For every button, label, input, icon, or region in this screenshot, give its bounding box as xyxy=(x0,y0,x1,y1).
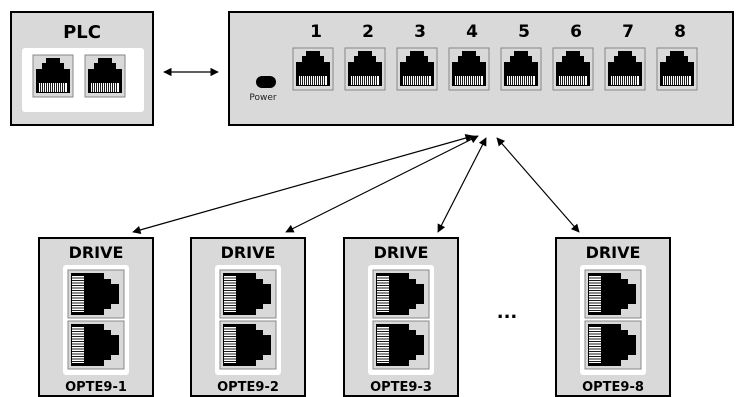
drive-port-bottom xyxy=(372,320,430,370)
drive-name: OPTE9-1 xyxy=(65,380,127,395)
drive-port-top xyxy=(219,269,277,319)
drive-port-top xyxy=(67,269,125,319)
switch-port-5 xyxy=(500,47,542,91)
drive-title: DRIVE xyxy=(69,243,124,262)
drive-port-top xyxy=(584,269,642,319)
power-led xyxy=(256,76,276,88)
port-number-2: 2 xyxy=(362,22,374,42)
port-number-3: 3 xyxy=(414,22,426,42)
link-drive-3 xyxy=(437,137,487,233)
drive-port-bottom xyxy=(584,320,642,370)
port-number-8: 8 xyxy=(674,22,686,42)
plc-box: PLC xyxy=(10,11,154,126)
drive-title: DRIVE xyxy=(586,243,641,262)
drive-box-1: DRIVE OPTE9-1 xyxy=(38,237,154,397)
switch-port-8 xyxy=(656,47,698,91)
drive-box-2: DRIVE OPTE9-2 xyxy=(190,237,306,397)
drive-port-bottom xyxy=(67,320,125,370)
drive-port-bottom xyxy=(219,320,277,370)
drive-name: OPTE9-2 xyxy=(217,380,279,395)
plc-port-1 xyxy=(32,54,74,98)
port-number-5: 5 xyxy=(518,22,530,42)
port-number-6: 6 xyxy=(570,22,582,42)
ellipsis: ... xyxy=(497,302,518,323)
port-number-1: 1 xyxy=(310,22,322,42)
switch-port-7 xyxy=(604,47,646,91)
drive-name: OPTE9-8 xyxy=(582,380,644,395)
drive-box-8: DRIVE OPTE9-8 xyxy=(555,237,671,397)
switch-box: Power 1 2 3 4 5 6 7 8 xyxy=(228,11,734,126)
switch-port-1 xyxy=(292,47,334,91)
drive-name: OPTE9-3 xyxy=(370,380,432,395)
port-number-7: 7 xyxy=(622,22,634,42)
drive-box-3: DRIVE OPTE9-3 xyxy=(343,237,459,397)
port-number-4: 4 xyxy=(466,22,478,42)
switch-port-2 xyxy=(344,47,386,91)
drive-title: DRIVE xyxy=(374,243,429,262)
link-drive-8 xyxy=(496,137,580,233)
switch-port-4 xyxy=(448,47,490,91)
link-drive-2 xyxy=(285,135,479,233)
plc-port-2 xyxy=(84,54,126,98)
plc-title: PLC xyxy=(63,22,101,43)
drive-title: DRIVE xyxy=(221,243,276,262)
switch-port-3 xyxy=(396,47,438,91)
power-label: Power xyxy=(249,93,277,103)
drive-port-top xyxy=(372,269,430,319)
link-drive-1 xyxy=(132,134,474,234)
switch-port-6 xyxy=(552,47,594,91)
